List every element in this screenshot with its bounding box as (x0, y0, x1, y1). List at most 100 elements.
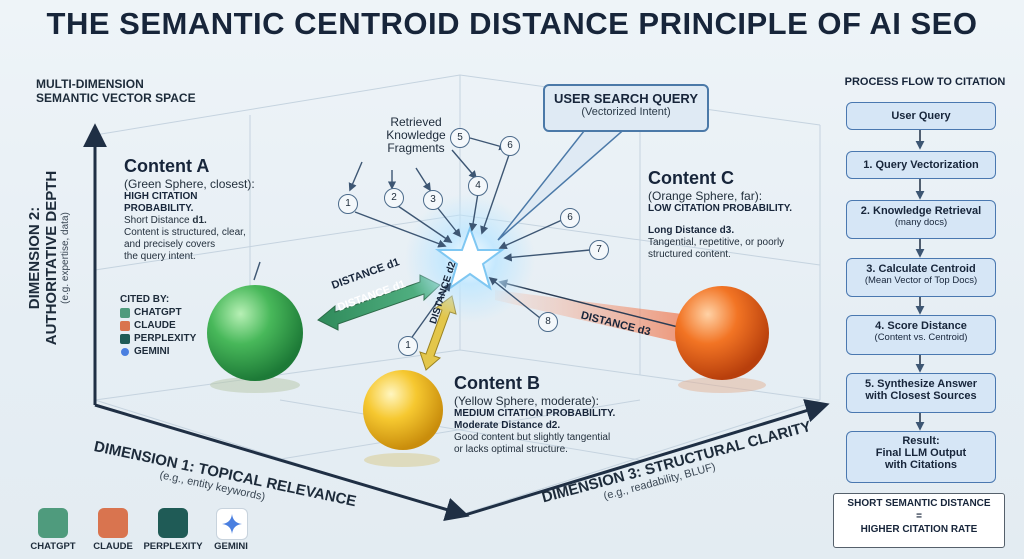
content-c-subheading: (Orange Sphere, far): (648, 189, 763, 203)
perplexity-logo-label: PERPLEXITY (143, 541, 203, 552)
dimension-2-sub: (e.g. expertise, data) (60, 212, 71, 304)
content-c-orange-sphere (675, 286, 769, 380)
content-c-desc-line1: Tangential, repetitive, or poorly (648, 237, 785, 248)
gemini-logo-label: GEMINI (214, 541, 248, 552)
fragment-number: 3 (423, 190, 443, 210)
fragments-line1: Retrieved (390, 115, 442, 129)
dimension-2-label: DIMENSION 2: AUTHORITATIVE DEPTH (e.g. e… (26, 168, 86, 348)
vector-space-label: MULTI-DIMENSION SEMANTIC VECTOR SPACE (36, 77, 196, 105)
vector-space-label-line1: MULTI-DIMENSION (36, 77, 144, 91)
content-b-desc-line2: or lacks optimal structure. (454, 444, 568, 455)
user-search-query-box: USER SEARCH QUERY (Vectorized Intent) (543, 84, 709, 132)
fragments-line2: Knowledge (386, 128, 446, 142)
content-a-description: Content A (Green Sphere, closest): HIGH … (124, 156, 304, 263)
fragment-number: 1 (338, 194, 358, 214)
perplexity-icon (120, 333, 130, 344)
content-b-yellow-sphere (363, 370, 443, 450)
content-a-subheading: (Green Sphere, closest): (124, 177, 255, 191)
content-a-distance: Short Distance d1. (124, 215, 304, 227)
content-a-distance-prefix: Short Distance (124, 215, 193, 226)
flow-step-2-title: 2. Knowledge Retrieval (860, 205, 982, 217)
flow-step-query-vectorization: 1. Query Vectorization (846, 151, 996, 179)
flow-step-result: Result: Final LLM Output with Citations (846, 431, 996, 483)
content-a-heading: Content A (124, 156, 210, 176)
cited-by-label: CITED BY: (120, 294, 170, 305)
content-a-green-sphere (207, 285, 303, 381)
cited-by-chatgpt: CHATGPT (120, 307, 196, 318)
flow-step-calculate-centroid: 3. Calculate Centroid (Mean Vector of To… (846, 258, 996, 297)
fragment-number: 6 (560, 208, 580, 228)
cited-by-perplexity: PERPLEXITY (120, 333, 196, 344)
content-a-desc-line3: the query intent. (124, 251, 196, 262)
flow-step-3-title: 3. Calculate Centroid (866, 263, 976, 275)
flow-step-6-title: Result: (902, 435, 940, 447)
content-b-distance: Moderate Distance d2. (454, 420, 561, 431)
fragments-line3: Fragments (387, 141, 445, 155)
content-c-distance: Long Distance d3. (648, 225, 735, 236)
chatgpt-logo-label: CHATGPT (30, 541, 76, 552)
claude-icon (120, 320, 130, 331)
content-a-desc-line2: and precisely covers (124, 239, 216, 250)
content-b-probability: MEDIUM CITATION PROBABILITY. (454, 408, 616, 419)
query-title: USER SEARCH QUERY (554, 91, 698, 106)
summary-line1: SHORT SEMANTIC DISTANCE (847, 498, 991, 509)
cited-by-gemini-label: GEMINI (134, 346, 170, 357)
content-a-probability-line1: HIGH CITATION (124, 191, 198, 202)
query-centroid-star-icon (434, 225, 506, 291)
gemini-logo-icon (216, 508, 248, 540)
cited-by-claude: CLAUDE (120, 320, 196, 331)
flow-step-1-title: 1. Query Vectorization (863, 159, 979, 171)
flow-step-user-query: User Query (846, 102, 996, 130)
fragment-number: 8 (538, 312, 558, 332)
chatgpt-logo-icon (38, 508, 68, 538)
flow-step-5-sub: with Closest Sources (865, 390, 977, 402)
fragment-number: 4 (468, 176, 488, 196)
content-b-heading: Content B (454, 373, 540, 393)
flow-step-4-sub: (Content vs. Centroid) (874, 332, 968, 343)
perplexity-logo-icon (158, 508, 188, 538)
content-b-subheading: (Yellow Sphere, moderate): (454, 394, 599, 408)
flow-step-score-distance: 4. Score Distance (Content vs. Centroid) (846, 315, 996, 355)
gemini-icon (121, 347, 129, 356)
content-a-distance-name: d1. (192, 215, 207, 226)
query-sub: (Vectorized Intent) (581, 106, 671, 118)
content-c-desc-line2: structured content. (648, 249, 731, 260)
flow-step-3-sub: (Mean Vector of Top Docs) (864, 275, 978, 286)
vector-space-label-line2: SEMANTIC VECTOR SPACE (36, 91, 196, 105)
claude-logo-label: CLAUDE (93, 541, 133, 552)
fragment-number: 2 (384, 188, 404, 208)
summary-line2: = (916, 511, 922, 522)
axes (83, 123, 830, 522)
cited-by-perplexity-label: PERPLEXITY (134, 333, 197, 344)
summary-line3: HIGHER CITATION RATE (860, 524, 978, 535)
content-c-heading: Content C (648, 168, 734, 188)
content-c-description: Content C (Orange Sphere, far): LOW CITA… (648, 168, 828, 261)
flow-step-4-title: 4. Score Distance (875, 320, 967, 332)
cited-by-chatgpt-label: CHATGPT (134, 307, 182, 318)
cited-by-gemini: GEMINI (120, 346, 196, 357)
content-a-probability-line2: PROBABILITY. (124, 203, 194, 214)
fragment-arrows (253, 137, 591, 341)
content-b-description: Content B (Yellow Sphere, moderate): MED… (454, 373, 694, 456)
fragment-number: 7 (589, 240, 609, 260)
claude-logo-icon (98, 508, 128, 538)
summary-box: SHORT SEMANTIC DISTANCE = HIGHER CITATIO… (833, 493, 1005, 548)
bottom-logo-strip: CHATGPT CLAUDE PERPLEXITY GEMINI (0, 500, 270, 559)
flow-step-5-title: 5. Synthesize Answer (864, 378, 978, 390)
cited-by-claude-label: CLAUDE (134, 320, 176, 331)
flow-step-synthesize-answer: 5. Synthesize Answer with Closest Source… (846, 373, 996, 413)
flow-step-2-sub: (many docs) (894, 217, 948, 228)
content-a-desc-line1: Content is structured, clear, (124, 227, 246, 238)
fragment-number: 1 (398, 336, 418, 356)
fragment-number: 6 (500, 136, 520, 156)
content-c-probability: LOW CITATION PROBABILITY. (648, 203, 793, 214)
cited-by-list: CITED BY: CHATGPT CLAUDE PERPLEXITY GEMI… (120, 294, 196, 357)
chatgpt-icon (120, 307, 130, 318)
page-title: THE SEMANTIC CENTROID DISTANCE PRINCIPLE… (46, 6, 978, 41)
retrieved-fragments-label: Retrieved Knowledge Fragments (356, 116, 476, 155)
dimension-2-title-line2: AUTHORITATIVE DEPTH (43, 170, 60, 346)
flow-step-knowledge-retrieval: 2. Knowledge Retrieval (many docs) (846, 200, 996, 239)
content-b-desc-line1: Good content but slightly tangential (454, 432, 611, 443)
